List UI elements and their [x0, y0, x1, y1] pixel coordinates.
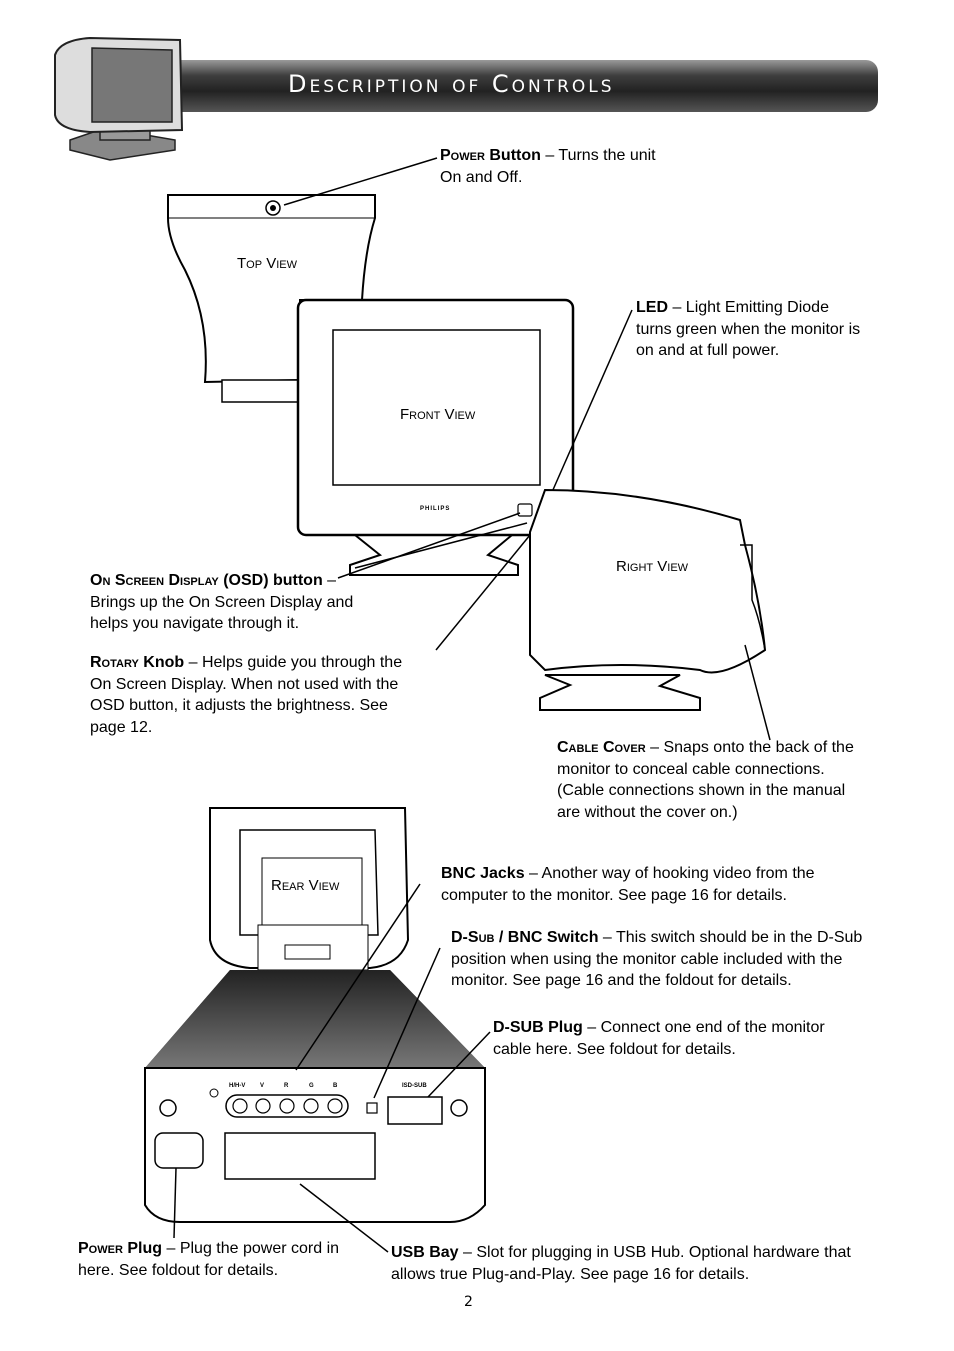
top-view-illustration — [167, 157, 438, 403]
dsub-plug-callout: D-SUB Plug – Connect one end of the moni… — [493, 1019, 825, 1058]
osd-callout: On Screen Display (OSD) button – Brings … — [90, 572, 354, 632]
right-view-illustration — [529, 488, 771, 741]
power-button-callout: Power Button – Turns the unit On and Off… — [440, 147, 656, 186]
rear-label-g: G — [309, 1083, 314, 1089]
rear-label-v: V — [260, 1083, 265, 1089]
page-number: 2 — [464, 1294, 473, 1310]
usb-bay-callout: USB Bay – Slot for plugging in USB Hub. … — [391, 1244, 851, 1283]
header-banner — [150, 60, 878, 112]
bnc-jacks-callout: BNC Jacks – Another way of hooking video… — [441, 865, 815, 904]
dsub-bnc-switch-callout: D-Sub / BNC Switch – This switch should … — [451, 929, 863, 989]
cable-cover-callout: Cable Cover – Snaps onto the back of the… — [557, 739, 854, 821]
rear-label-hhv: H/H-V — [229, 1083, 246, 1089]
rear-view-label: Rear View — [271, 877, 340, 894]
monitor-icon — [54, 36, 184, 161]
rear-label-dsub: ISD-SUB — [402, 1083, 427, 1089]
rear-view-illustration — [144, 807, 491, 1253]
top-view-label: Top View — [237, 255, 298, 272]
rear-label-r: R — [284, 1083, 289, 1089]
page-title: Description of Controls — [288, 70, 615, 98]
rotary-knob-callout: Rotary Knob – Helps guide you through th… — [90, 654, 403, 736]
front-view-illustration — [296, 298, 633, 651]
brand-logo: PHILIPS — [420, 506, 451, 512]
front-view-label: Front View — [400, 406, 476, 423]
power-plug-callout: Power Plug – Plug the power cord in here… — [78, 1240, 340, 1279]
right-view-label: Right View — [616, 558, 689, 575]
led-callout: LED – Light Emitting Diode turns green w… — [636, 299, 861, 359]
rear-label-b: B — [333, 1083, 338, 1089]
